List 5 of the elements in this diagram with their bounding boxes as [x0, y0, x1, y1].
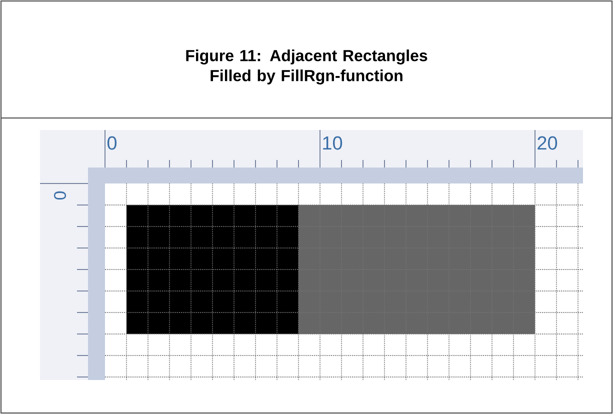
ruler-number: 0 — [54, 191, 66, 200]
ruler-number: 10 — [323, 136, 342, 150]
ruler-number: 0 — [107, 136, 117, 150]
figure-title: Figure 11: Adjacent Rectangles Filled by FillRgn-function — [186, 50, 428, 84]
ruler-number: 20 — [538, 136, 558, 150]
